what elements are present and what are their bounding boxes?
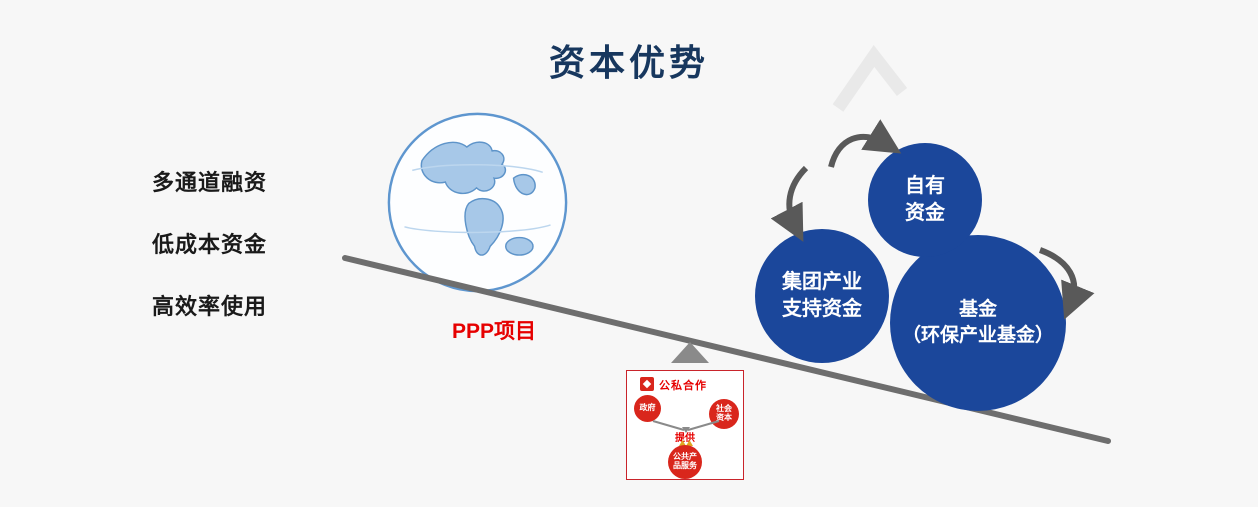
left-point-lowcost: 低成本资金 xyxy=(152,232,268,257)
bubble-environmental-fund: 基金 （环保产业基金） xyxy=(890,235,1066,411)
government-circle: 政府 xyxy=(634,395,661,422)
provide-label: 提供 xyxy=(675,433,695,444)
globe-icon xyxy=(385,110,570,295)
handshake-icon xyxy=(640,377,654,391)
converging-arrows-icon xyxy=(652,420,720,433)
page-title: 资本优势 xyxy=(548,42,709,83)
ppp-cooperation-box: 公私合作 政府 社会 资本 提供 公共产 品服务 xyxy=(626,370,744,480)
left-point-multichannel: 多通道融资 xyxy=(152,170,268,195)
left-point-efficiency: 高效率使用 xyxy=(152,294,268,319)
fulcrum-triangle-icon xyxy=(671,342,709,363)
ppp-box-header: 公私合作 xyxy=(659,380,707,392)
ppp-project-label: PPP项目 xyxy=(452,320,537,343)
public-goods-circle: 公共产 品服务 xyxy=(668,445,702,479)
social-capital-circle: 社会 资本 xyxy=(709,399,739,429)
arrow-top-icon xyxy=(828,119,902,168)
bubble-own-funds: 自有 资金 xyxy=(868,143,982,257)
bubble-group-industry-funds: 集团产业 支持资金 xyxy=(755,229,889,363)
arrow-left-icon xyxy=(770,165,809,242)
